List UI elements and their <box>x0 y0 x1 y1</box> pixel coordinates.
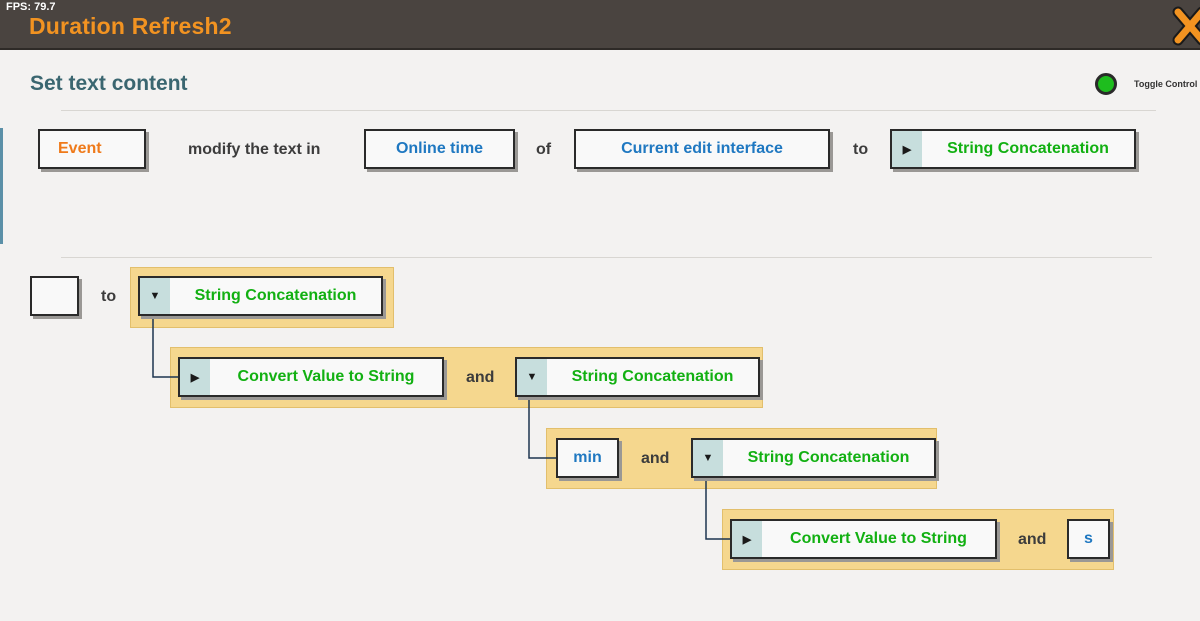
target-scope-selector[interactable]: Current edit interface <box>574 129 830 169</box>
root-concat-block[interactable]: ▼ String Concatenation <box>138 276 383 316</box>
level2-min-field[interactable]: min <box>556 438 619 478</box>
caret-right-icon[interactable]: ▶ <box>732 521 762 557</box>
level1-right-label: String Concatenation <box>571 368 734 385</box>
target-field-selector[interactable]: Online time <box>364 129 515 169</box>
level3-left-block[interactable]: ▶ Convert Value to String <box>730 519 997 559</box>
divider-top <box>61 110 1156 111</box>
caret-down-icon[interactable]: ▼ <box>140 278 170 314</box>
level1-right-block[interactable]: ▼ String Concatenation <box>515 357 760 397</box>
value-block-label: String Concatenation <box>947 140 1109 157</box>
root-concat-label: String Concatenation <box>194 287 357 304</box>
of-label: of <box>536 141 552 158</box>
level3-left-label: Convert Value to String <box>790 530 967 547</box>
divider-middle <box>61 257 1152 258</box>
panel-title: Set text content <box>30 72 188 95</box>
left-truncated-block[interactable] <box>30 276 79 316</box>
level2-right-label: String Concatenation <box>747 449 910 466</box>
event-block[interactable]: Event <box>38 129 146 169</box>
toggle-control-button[interactable] <box>1095 73 1117 95</box>
level1-and-label: and <box>466 369 495 386</box>
close-icon[interactable] <box>1172 6 1200 46</box>
target-scope-label: Current edit interface <box>621 140 783 157</box>
level2-and-label: and <box>641 450 670 467</box>
caret-right-icon[interactable]: ▶ <box>180 359 210 395</box>
caret-down-icon[interactable]: ▼ <box>693 440 723 476</box>
toggle-control-label: Toggle Control <box>1134 79 1198 89</box>
fps-counter: FPS: 79.7 <box>6 1 56 13</box>
caret-down-icon[interactable]: ▼ <box>517 359 547 395</box>
level1-left-label: Convert Value to String <box>237 368 415 385</box>
target-field-label: Online time <box>395 140 484 157</box>
level3-and-label: and <box>1018 531 1047 548</box>
event-block-label: Event <box>58 140 102 157</box>
caret-right-icon[interactable]: ▶ <box>892 131 922 167</box>
level2-min-label: min <box>573 449 602 466</box>
level3-s-field[interactable]: s <box>1067 519 1110 559</box>
value-block-collapsed[interactable]: ▶ String Concatenation <box>890 129 1136 169</box>
to-label: to <box>853 141 869 158</box>
level1-left-block[interactable]: ▶ Convert Value to String <box>178 357 444 397</box>
level3-s-label: s <box>1084 530 1093 547</box>
level2-right-block[interactable]: ▼ String Concatenation <box>691 438 936 478</box>
app-title: Duration Refresh2 <box>29 13 232 39</box>
left-edge-strip <box>0 128 3 244</box>
title-bar: FPS: 79.7 Duration Refresh2 <box>0 0 1200 50</box>
modify-text-label: modify the text in <box>188 141 321 158</box>
tree-to-label: to <box>101 288 117 305</box>
